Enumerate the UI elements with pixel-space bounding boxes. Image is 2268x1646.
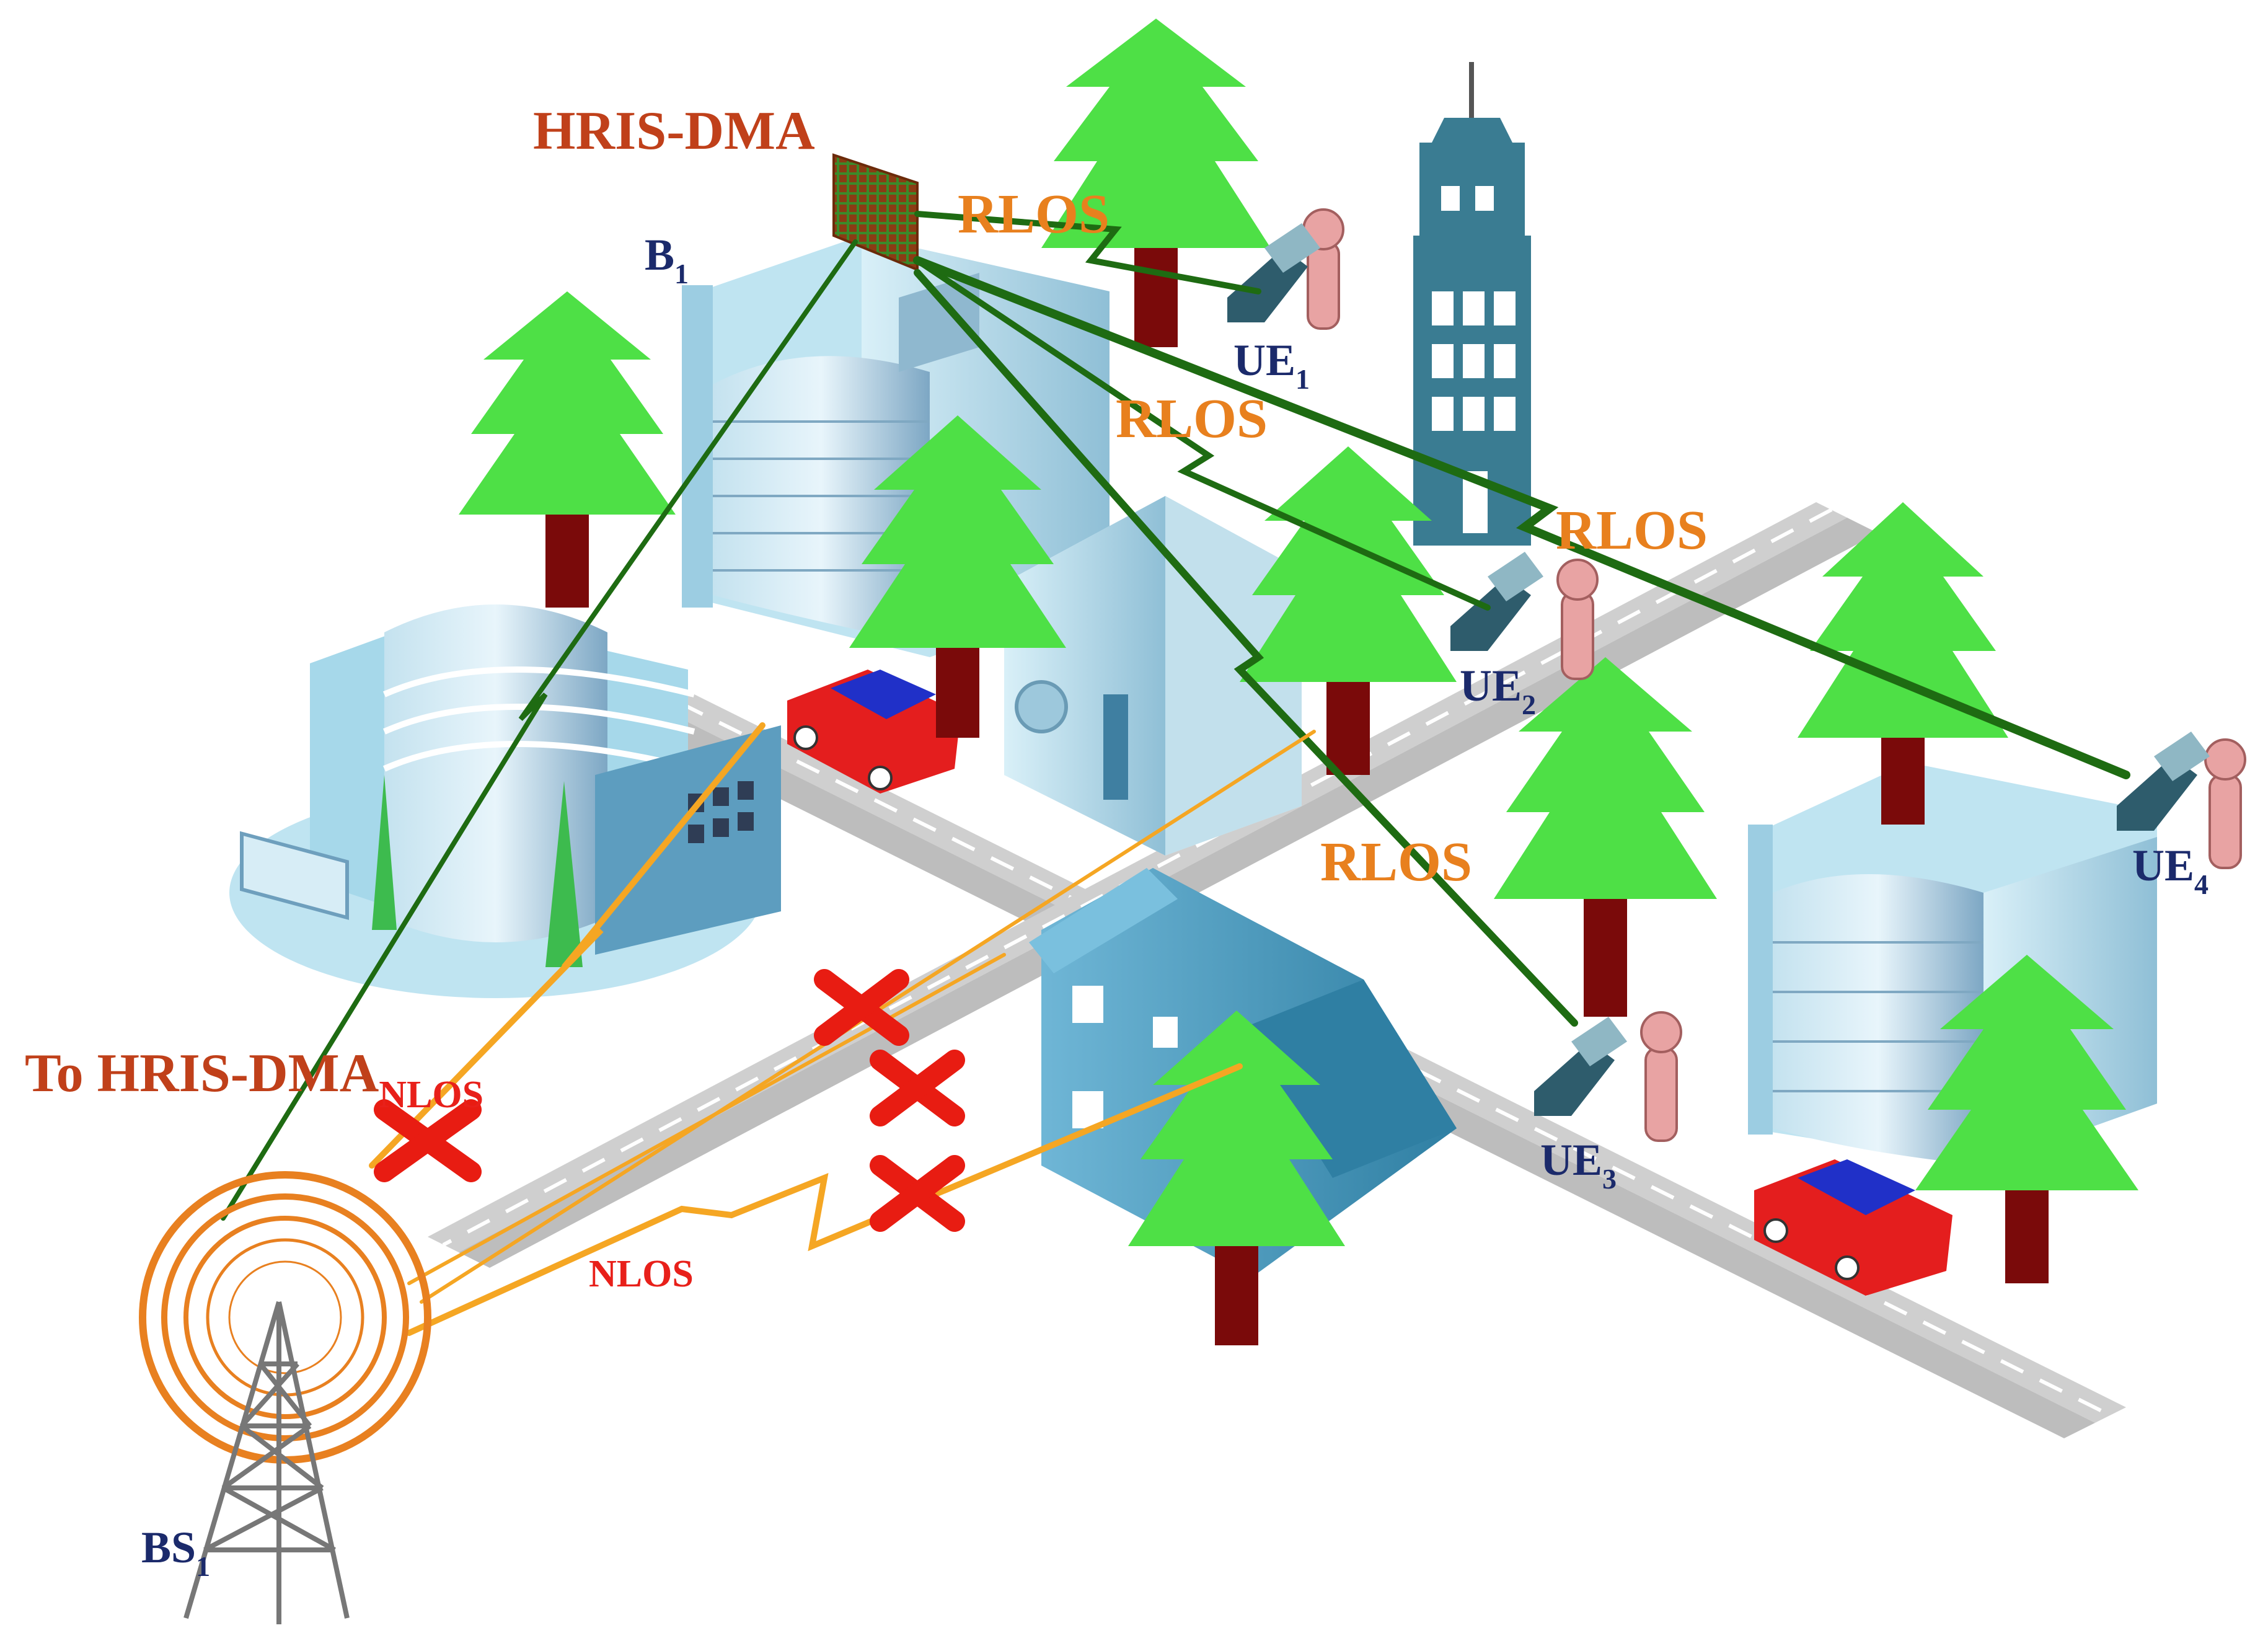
tree-right-back: [1798, 502, 2008, 825]
nlos-label: NLOS: [589, 1253, 694, 1295]
link-bs-ris: [221, 239, 858, 1221]
ue-1-label: UE1: [1233, 335, 1310, 395]
tower-building: [1413, 62, 1531, 546]
car-2: [1754, 1159, 1953, 1296]
base-station-label: BS1: [141, 1523, 210, 1582]
tree-center: [849, 415, 1066, 738]
ue-3-label: UE3: [1540, 1135, 1617, 1195]
block-mark-2: [814, 969, 909, 1046]
car-1: [787, 670, 961, 794]
tree-house: [1128, 1011, 1345, 1345]
tree-mid: [1240, 446, 1457, 775]
ris-label: HRIS-DMA: [533, 101, 815, 161]
link-ris-ue3: [914, 269, 1578, 1027]
link-blocked-1: [369, 722, 766, 1169]
tree-right-front: [1915, 955, 2138, 1283]
ris-links: [221, 211, 2130, 1221]
block-mark-4: [870, 1155, 965, 1232]
tree-back-2: [459, 291, 676, 608]
tree-road: [1494, 657, 1717, 1017]
ue-1-device: [1227, 208, 1344, 330]
block-mark-3: [870, 1050, 965, 1126]
ue-4-device: [2117, 732, 2246, 869]
rlos-label-ue2: RLOS: [1116, 388, 1268, 449]
block-mark-1: [374, 1099, 482, 1182]
ue-2-device: [1450, 552, 1599, 680]
rlos-label-ue4: RLOS: [1556, 500, 1708, 561]
to-ris-label: To HRIS-DMANLOS: [25, 1043, 483, 1116]
link-ris-ue1: [914, 211, 1261, 294]
base-station: [139, 1171, 431, 1624]
rlos-label-ue3: RLOS: [1320, 831, 1472, 893]
ue-3-device: [1534, 1011, 1682, 1142]
link-ris-ue2: [914, 257, 1491, 611]
ue-4-label: UE4: [2132, 841, 2208, 900]
block-marks: [374, 969, 965, 1232]
ue-2-label: UE2: [1460, 661, 1536, 720]
tree-back-1: [1041, 19, 1271, 347]
rlos-label-ue1: RLOS: [958, 184, 1110, 245]
building-label: B1: [645, 230, 689, 290]
link-ris-ue4: [913, 256, 2130, 779]
